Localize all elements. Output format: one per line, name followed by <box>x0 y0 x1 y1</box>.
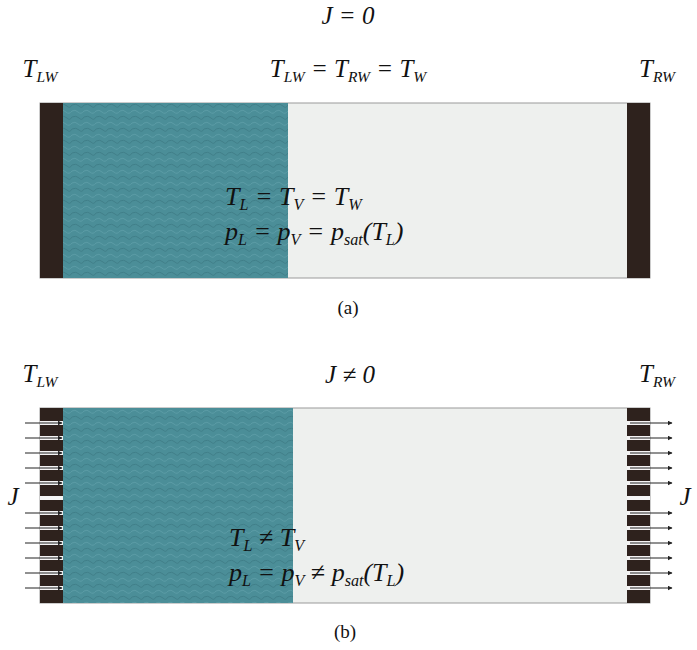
left-porous-wall <box>40 408 63 603</box>
right-wall <box>627 103 650 278</box>
state-equation: pL = pV = psat(TL) <box>225 217 403 250</box>
panel-a <box>40 103 650 278</box>
left-wall <box>40 103 63 278</box>
state-equation: pL = pV ≠ psat(TL) <box>229 558 404 591</box>
temperature-condition: TLW = TRW = TW <box>270 54 426 87</box>
chamber <box>40 408 650 603</box>
flux-symbol: J <box>679 482 690 512</box>
chamber <box>40 103 650 278</box>
panel-b <box>25 408 672 603</box>
panel-label: (a) <box>337 293 358 323</box>
wall-pores <box>40 421 650 590</box>
wall-temperature: TRW <box>639 359 675 392</box>
wall-temperature: TLW <box>23 359 58 392</box>
flux-symbol: J <box>7 482 18 512</box>
flux-arrows <box>25 423 672 588</box>
panel-label: (b) <box>334 617 356 647</box>
flux-label: J = 0 <box>322 1 375 31</box>
state-equation: TL = TV = TW <box>225 182 362 215</box>
state-equation: TL ≠ TV <box>229 523 304 556</box>
wall-temperature: TLW <box>23 54 58 87</box>
wall-temperature: TRW <box>639 54 675 87</box>
flux-label: J ≠ 0 <box>325 360 375 390</box>
right-porous-wall <box>627 408 650 603</box>
chamber-region: TL ≠ TVpL = pV ≠ psat(TL) <box>40 408 650 603</box>
chamber-region: TL = TV = TWpL = pV = psat(TL) <box>40 103 650 278</box>
